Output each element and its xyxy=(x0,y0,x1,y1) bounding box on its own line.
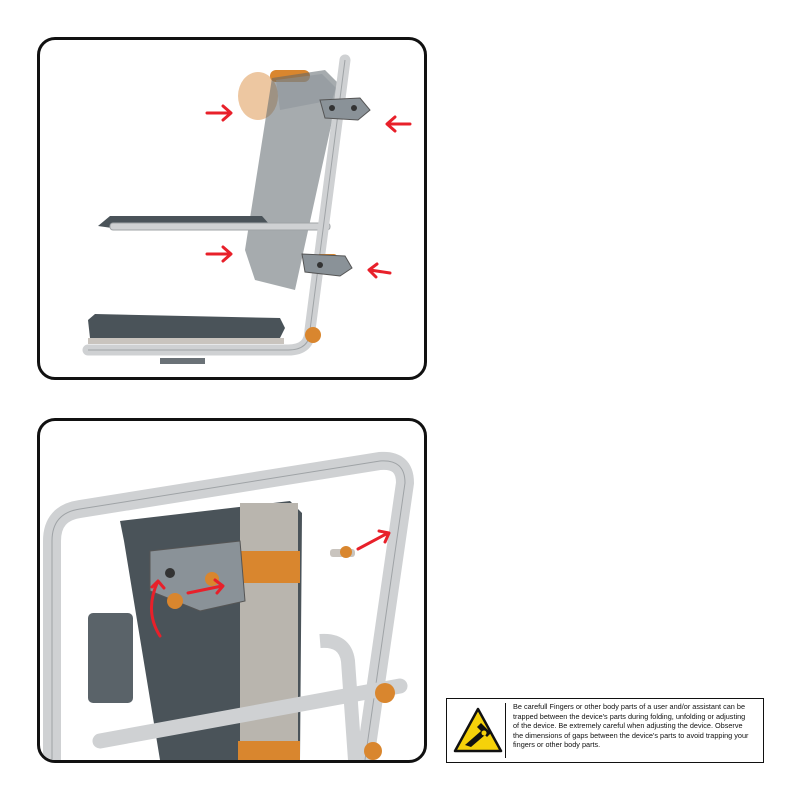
warning-line: of the device. Be extremely careful when… xyxy=(513,721,743,731)
arrow-rotate xyxy=(150,579,166,638)
removed-bolt-knob xyxy=(340,546,352,558)
right-knob xyxy=(375,683,395,703)
warning-box: Be carefull Fingers or other body parts … xyxy=(446,698,764,763)
warning-text: Be carefull Fingers or other body parts … xyxy=(513,702,763,750)
upper-bracket xyxy=(319,97,371,121)
warning-line: the dimensions of gaps between the devic… xyxy=(513,730,749,740)
upper-bracket-hole xyxy=(351,105,357,111)
arrow-right-lower xyxy=(205,245,233,263)
central-post xyxy=(240,503,298,760)
upper-strap xyxy=(238,551,300,583)
arrow-right-upper xyxy=(205,104,233,122)
upper-bracket-hole xyxy=(329,105,335,111)
rear-view-illustration-panel xyxy=(37,418,427,763)
bottom-knob xyxy=(364,742,382,760)
lower-strap xyxy=(238,741,300,760)
left-knob xyxy=(167,593,183,609)
seat-cushion xyxy=(88,314,285,338)
lower-bracket-hole xyxy=(317,262,323,268)
warning-line: trapped between the device's parts durin… xyxy=(513,711,746,721)
seat-mount xyxy=(160,358,205,364)
lower-frame-knob xyxy=(305,327,321,343)
lower-bracket xyxy=(301,253,353,277)
support-tube xyxy=(319,633,362,760)
warning-line: Be carefull Fingers or other body parts … xyxy=(513,702,746,711)
arrow-left-lower xyxy=(367,262,392,279)
arrow-remove xyxy=(356,529,391,551)
rear-frame-tube-outline xyxy=(51,460,406,760)
side-view-illustration xyxy=(82,54,412,364)
seat-edge xyxy=(88,338,284,344)
backrest-cushion xyxy=(245,70,340,290)
arrow-left-upper xyxy=(385,115,412,133)
side-cushion xyxy=(88,613,133,703)
pinch-hazard-warning-icon xyxy=(451,703,506,758)
arrow-insert xyxy=(186,578,225,595)
bracket-hole xyxy=(165,568,175,578)
armrest-tube xyxy=(109,222,331,231)
warning-line: fingers or other body parts. xyxy=(513,740,601,750)
side-view-illustration-panel xyxy=(37,37,427,380)
rear-view-illustration xyxy=(43,451,415,760)
bracket-knob xyxy=(205,572,219,586)
